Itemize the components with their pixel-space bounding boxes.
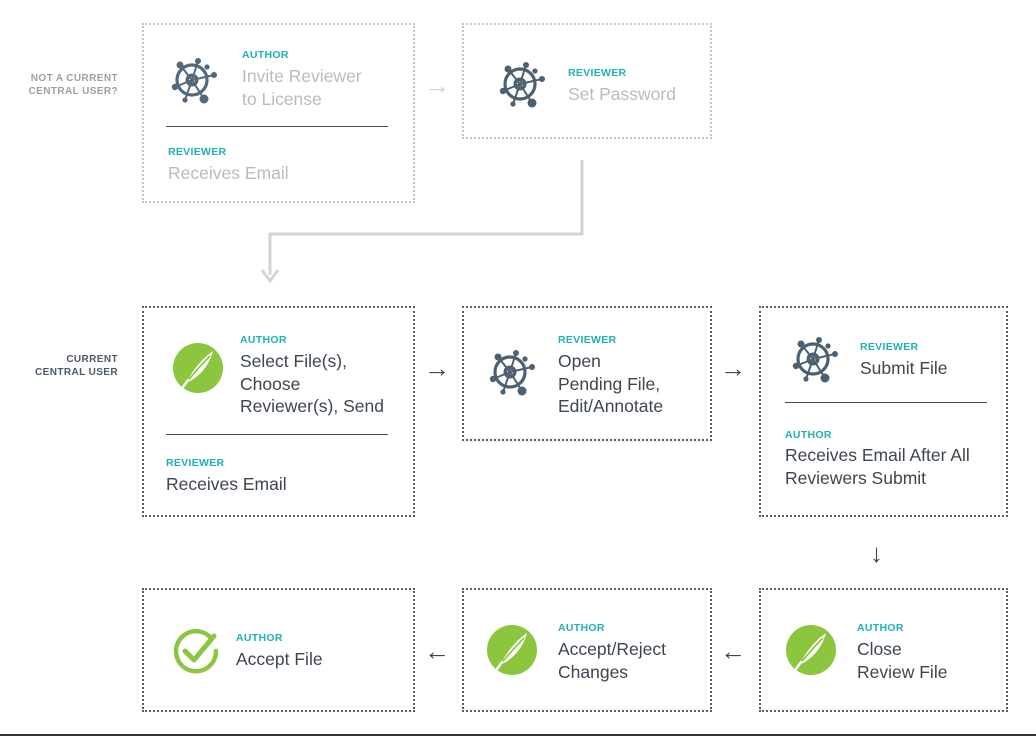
role-label: REVIEWER bbox=[568, 67, 627, 79]
network-icon bbox=[486, 345, 538, 397]
arrow-right: → bbox=[720, 353, 746, 383]
arrow-right: → bbox=[424, 353, 450, 383]
quill-icon bbox=[785, 624, 837, 676]
step-subtext: Receives Email bbox=[168, 163, 289, 183]
arrow-left: ← bbox=[720, 636, 746, 666]
step-text: Accept File bbox=[236, 649, 323, 669]
arrow-right: → bbox=[424, 70, 450, 100]
role-label: AUTHOR bbox=[242, 49, 289, 61]
arrow-left: ← bbox=[424, 636, 450, 666]
role-label: AUTHOR bbox=[236, 632, 283, 644]
role-label: AUTHOR bbox=[240, 334, 287, 346]
role-label: REVIEWER bbox=[860, 341, 919, 353]
step-submit-file: REVIEWER Submit File AUTHOR Receives Ema… bbox=[759, 306, 1008, 517]
step-text: Submit File bbox=[860, 358, 948, 378]
checkmark-icon bbox=[170, 625, 222, 677]
step-text: Set Password bbox=[568, 84, 676, 104]
network-icon bbox=[789, 332, 841, 384]
step-accept-file: AUTHOR Accept File bbox=[142, 588, 415, 712]
role-label: REVIEWER bbox=[558, 334, 617, 346]
role-label: REVIEWER bbox=[166, 457, 225, 469]
arrow-down: ↓ bbox=[870, 538, 883, 568]
role-label: AUTHOR bbox=[857, 622, 904, 634]
step-subtext: Receives Email bbox=[166, 474, 287, 494]
role-label: AUTHOR bbox=[785, 429, 832, 441]
divider bbox=[785, 402, 987, 403]
divider bbox=[166, 434, 388, 435]
quill-icon bbox=[486, 624, 538, 676]
step-set-password: REVIEWER Set Password bbox=[462, 23, 712, 139]
divider bbox=[166, 126, 388, 127]
bottom-border bbox=[0, 734, 1036, 736]
role-label: AUTHOR bbox=[558, 622, 605, 634]
role-label: REVIEWER bbox=[168, 146, 227, 158]
connector-line bbox=[260, 160, 584, 284]
quill-icon bbox=[172, 342, 224, 394]
